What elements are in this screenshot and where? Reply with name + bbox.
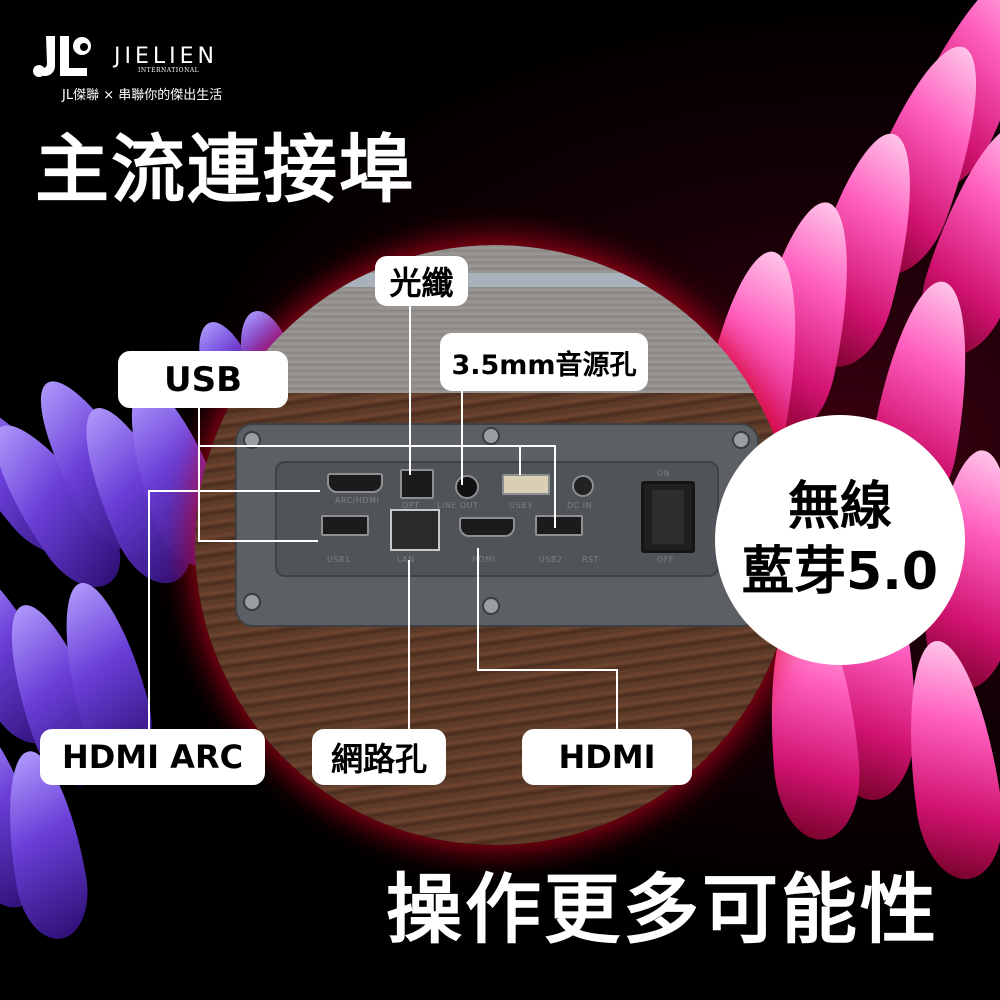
usb2-port: [535, 515, 583, 536]
screw-icon: [243, 593, 261, 611]
leader-line-usb: [198, 445, 555, 447]
leader-line-hdmi-arc: [148, 490, 320, 492]
label-usb3: USB3: [509, 501, 533, 510]
callout-hdmi: HDMI: [522, 729, 692, 785]
callout-optical-label: 光纖: [389, 264, 454, 302]
screw-icon: [482, 427, 500, 445]
callout-optical: 光纖: [375, 256, 468, 306]
footline: 操作更多可能性: [386, 865, 939, 954]
leader-line-audio-jack: [461, 390, 463, 485]
screw-icon: [482, 597, 500, 615]
leader-line-hdmi: [477, 548, 479, 670]
lan-port: [390, 509, 440, 551]
leader-line-usb: [519, 445, 521, 475]
brand-sub: INTERNATIONAL: [138, 67, 200, 74]
brand-tagline: JL傑聯 × 串聯你的傑出生活: [62, 88, 223, 103]
leader-line-usb: [198, 540, 318, 542]
port-recess: ARC/HDMI OPT LINE OUT USB3 DC IN USB1 LA…: [275, 461, 719, 577]
bluetooth-badge-line1: 無線: [787, 477, 892, 537]
speaker-top-strip: [195, 273, 795, 287]
usb3-port: [502, 474, 550, 495]
leader-line-hdmi-arc: [148, 490, 150, 730]
leader-line-hdmi: [616, 669, 618, 731]
label-usb2: USB2: [539, 555, 563, 564]
jielien-logo-icon: [33, 36, 91, 77]
callout-hdmi-label: HDMI: [558, 738, 656, 776]
leader-line-lan: [408, 560, 410, 730]
label-usb1: USB1: [327, 555, 351, 564]
label-off: OFF: [657, 555, 674, 564]
brand-name: JIELIEN: [114, 44, 218, 69]
callout-audio-jack: 3.5mm音源孔: [440, 333, 648, 391]
callout-usb-label: USB: [163, 359, 242, 400]
label-hdmi: HDMI: [472, 555, 496, 564]
label-lan: LAN: [397, 555, 415, 564]
headline: 主流連接埠: [35, 127, 415, 213]
bluetooth-badge-line2: 藍芽5.0: [741, 542, 939, 602]
callout-hdmi-arc-label: HDMI ARC: [61, 738, 244, 776]
usb1-port: [321, 515, 369, 536]
leader-line-optical: [409, 305, 411, 475]
power-switch: [641, 481, 695, 553]
hdmi-arc-port: [327, 473, 383, 493]
callout-lan: 網路孔: [312, 729, 446, 785]
leader-line-usb: [198, 407, 200, 541]
dc-in-port: [572, 475, 594, 497]
audio-jack-port: [455, 475, 479, 499]
label-dc-in: DC IN: [567, 501, 593, 510]
callout-lan-label: 網路孔: [330, 740, 427, 778]
callout-hdmi-arc: HDMI ARC: [40, 729, 265, 785]
bluetooth-badge: 無線 藍芽5.0: [715, 415, 965, 665]
callout-usb: USB: [118, 351, 288, 408]
screw-icon: [732, 431, 750, 449]
screw-icon: [243, 431, 261, 449]
leader-line-usb: [554, 445, 556, 528]
callout-audio-jack-label: 3.5mm音源孔: [451, 349, 637, 381]
rear-io-panel: ARC/HDMI OPT LINE OUT USB3 DC IN USB1 LA…: [235, 423, 759, 627]
label-rst: RST: [582, 555, 600, 564]
label-opt: OPT: [402, 501, 420, 510]
label-on: ON: [657, 469, 671, 478]
optical-port: [400, 469, 434, 499]
hdmi-port: [459, 517, 515, 537]
label-line-out: LINE OUT: [437, 501, 479, 510]
label-arc: ARC/HDMI: [335, 496, 380, 505]
leader-line-hdmi: [477, 669, 617, 671]
